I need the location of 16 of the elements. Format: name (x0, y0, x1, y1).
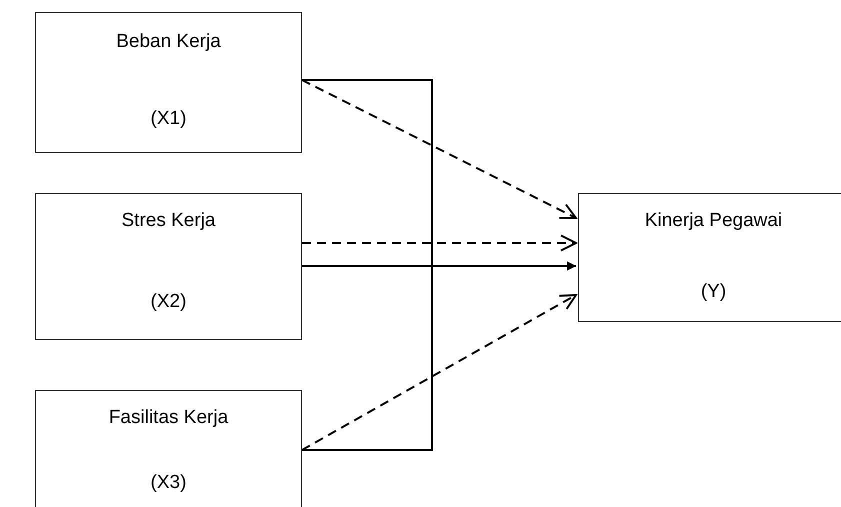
dashed-arrow (302, 294, 577, 451)
variable-name: Kinerja Pegawai (644, 210, 782, 232)
dashed-arrow (302, 234, 577, 252)
variable-code: (Y) (700, 281, 726, 303)
variable-box (578, 193, 841, 322)
variable-box (35, 12, 302, 153)
dashed-arrow (302, 79, 577, 219)
arrow (302, 262, 576, 451)
variable-code: (X2) (150, 291, 186, 313)
variable-name: Fasilitas Kerja (108, 407, 228, 429)
variable-code: (X3) (150, 472, 186, 494)
variable-box (35, 390, 302, 507)
variable-box (35, 193, 302, 340)
variable-name: Beban Kerja (116, 31, 221, 53)
variable-code: (X1) (150, 108, 186, 130)
variable-name: Stres Kerja (122, 210, 216, 232)
